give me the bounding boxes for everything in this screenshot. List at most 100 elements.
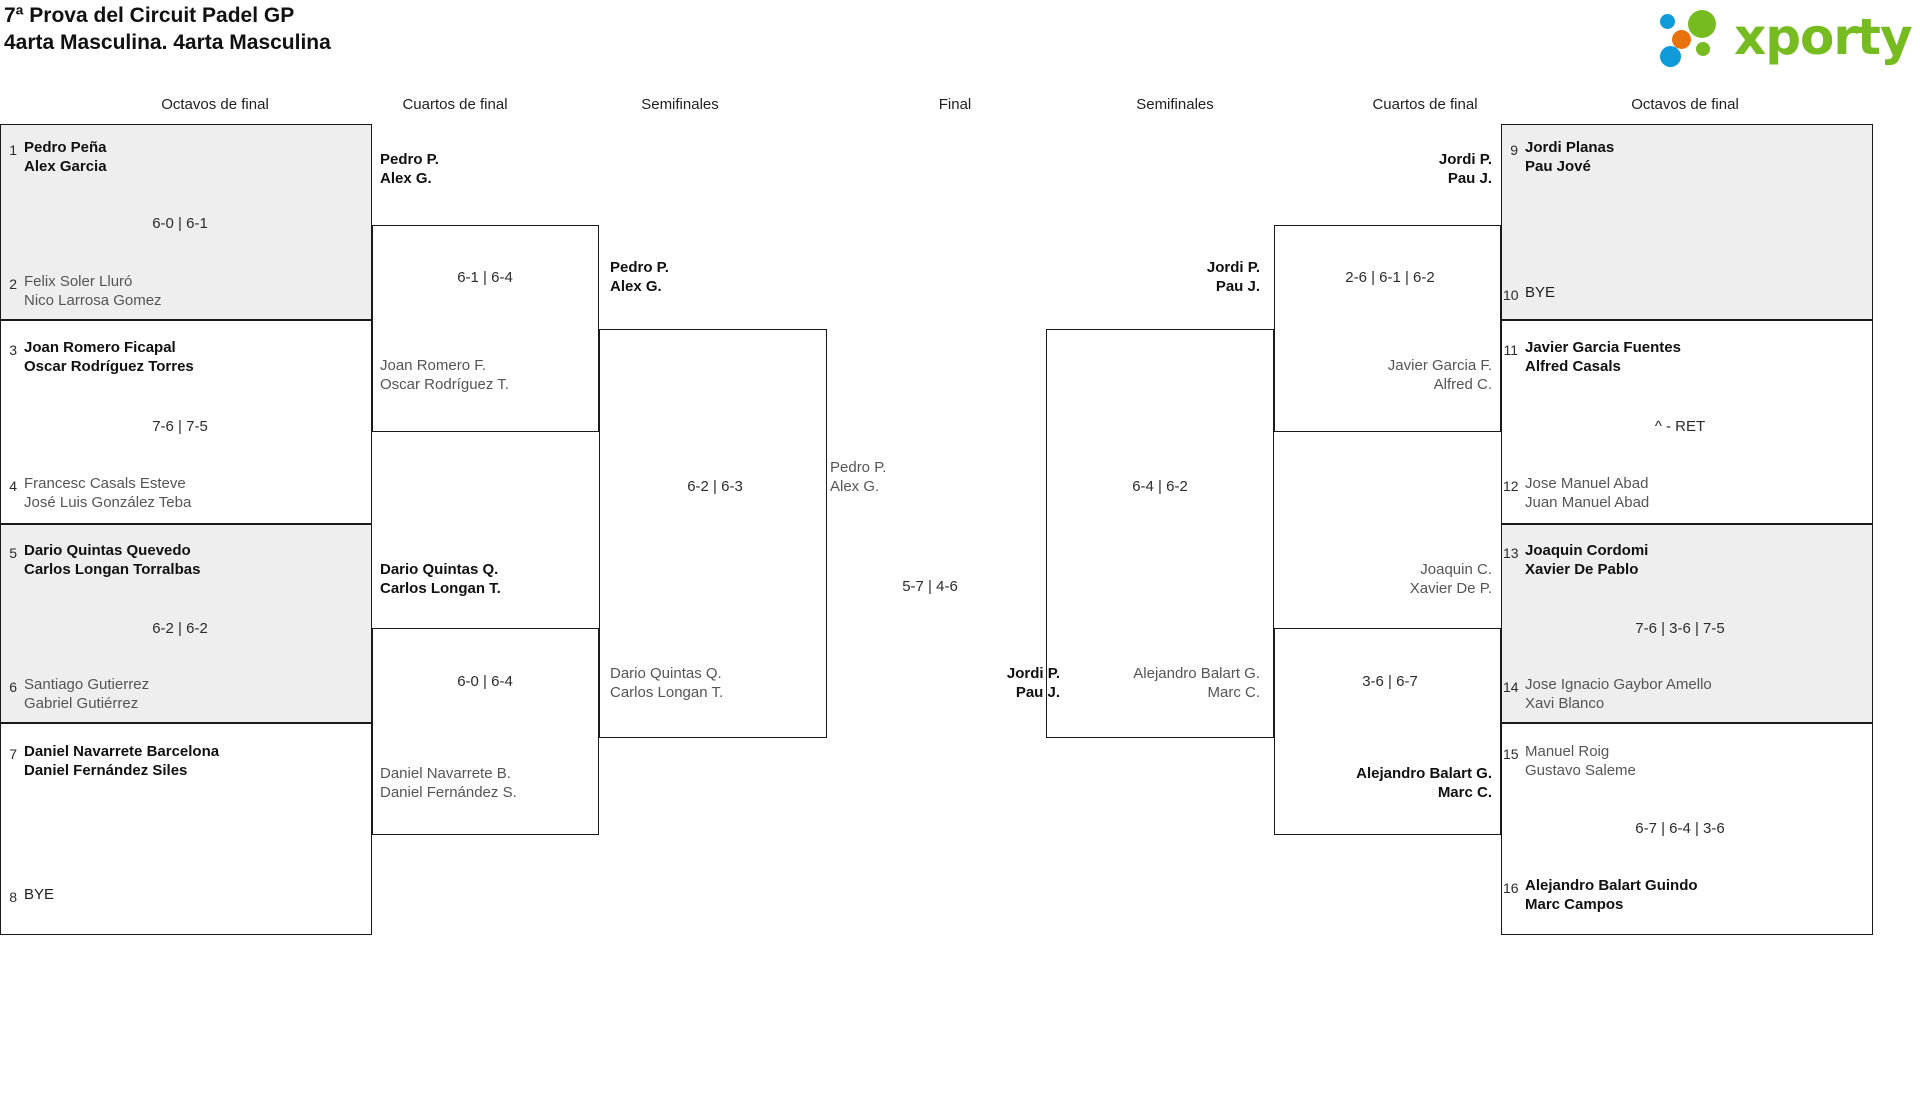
player-1: Alejandro Balart G. [1356, 765, 1492, 782]
left-r16-match-3[interactable] [0, 524, 372, 723]
right-qf-entry-4: Alejandro Balart G. Marc C. [1300, 764, 1492, 802]
player-2: Xavier De Pablo [1525, 561, 1639, 578]
player-1: Dario Quintas Quevedo [24, 542, 191, 559]
player-2: Pau J. [1215, 278, 1260, 295]
player-2: Pau J. [1447, 170, 1492, 187]
left-qf-match-2[interactable] [372, 628, 599, 835]
right-sf-entry-2: Alejandro Balart G. Marc C. [1060, 664, 1260, 702]
player-2: Carlos Longan T. [380, 580, 501, 597]
left-r16-score-3: 6-2 | 6-2 [152, 620, 208, 637]
left-r16-slot-8[interactable]: 8 BYE [2, 885, 362, 905]
left-qf-score-2: 6-0 | 6-4 [457, 673, 513, 690]
player-1: Pedro P. [830, 459, 887, 476]
team-names: Pedro Peña Alex Garcia [24, 138, 107, 176]
player-1: Jose Manuel Abad [1525, 475, 1649, 492]
player-2: Marc C. [1437, 784, 1492, 801]
left-r16-match-1[interactable] [0, 124, 372, 320]
left-sf-entry-1: Pedro P. Alex G. [610, 258, 669, 296]
right-r16-match-4[interactable] [1501, 723, 1873, 935]
player-1: Daniel Navarrete Barcelona [24, 743, 220, 760]
left-r16-slot-1[interactable]: 1 Pedro Peña Alex Garcia [2, 138, 362, 176]
right-r16-slot-9[interactable]: 9 Jordi Planas Pau Jové [1503, 138, 1863, 176]
left-r16-slot-7[interactable]: 7 Daniel Navarrete Barcelona Daniel Fern… [2, 742, 362, 780]
player-2: Oscar Rodríguez T. [380, 376, 509, 393]
right-r16-match-1[interactable] [1501, 124, 1873, 320]
seed-number: 15 [1503, 746, 1519, 762]
team-names: Francesc Casals Esteve José Luis Gonzále… [24, 474, 191, 512]
team-names: Joan Romero Ficapal Oscar Rodríguez Torr… [24, 338, 194, 376]
left-sf-entry-2: Dario Quintas Q. Carlos Longan T. [610, 664, 723, 702]
seed-number: 1 [9, 142, 17, 158]
xporty-logo[interactable]: xporty [1660, 6, 1913, 68]
left-r16-slot-4[interactable]: 4 Francesc Casals Esteve José Luis Gonzá… [2, 474, 362, 512]
player-1: Pedro P. [610, 259, 669, 276]
round-header-right-qf: Cuartos de final [1372, 96, 1478, 113]
player-1: Javier Garcia Fuentes [1525, 339, 1681, 356]
player-1: Pedro Peña [24, 139, 107, 156]
right-r16-slot-10[interactable]: 10 BYE [1503, 283, 1863, 303]
team-names: Alejandro Balart Guindo Marc Campos [1525, 876, 1698, 914]
right-sf-score-1: 6-4 | 6-2 [1132, 478, 1188, 495]
right-r16-score-2: ^ - RET [1654, 418, 1706, 435]
left-sf-score-1: 6-2 | 6-3 [687, 478, 743, 495]
left-qf-match-1[interactable] [372, 225, 599, 432]
player-1: Jordi Planas [1525, 139, 1615, 156]
player-1: Joaquin Cordomi [1525, 542, 1649, 559]
player-2: Oscar Rodríguez Torres [24, 358, 194, 375]
player-1: Joan Romero F. [380, 357, 486, 374]
left-qf-entry-4: Daniel Navarrete B. Daniel Fernández S. [380, 764, 517, 802]
right-qf-score-2: 3-6 | 6-7 [1362, 673, 1418, 690]
right-r16-slot-11[interactable]: 11 Javier Garcia Fuentes Alfred Casals [1503, 338, 1863, 376]
player-1: Pedro P. [380, 151, 439, 168]
left-sf-match-1[interactable] [599, 329, 827, 738]
player-2: Daniel Fernández Siles [24, 762, 188, 779]
right-sf-match-1[interactable] [1046, 329, 1274, 738]
right-qf-match-1[interactable] [1274, 225, 1501, 432]
left-r16-score-1: 6-0 | 6-1 [152, 215, 208, 232]
right-r16-slot-13[interactable]: 13 Joaquin Cordomi Xavier De Pablo [1503, 541, 1863, 579]
player-2: Alex G. [830, 478, 880, 495]
left-r16-slot-2[interactable]: 2 Felix Soler Lluró Nico Larrosa Gomez [2, 272, 362, 310]
final-entry-bottom: Jordi P. Pau J. [880, 664, 1060, 702]
right-r16-slot-12[interactable]: 12 Jose Manuel Abad Juan Manuel Abad [1503, 474, 1863, 512]
player-1: Joaquin C. [1420, 561, 1492, 578]
right-qf-match-2[interactable] [1274, 628, 1501, 835]
right-qf-entry-2: Javier Garcia F. Alfred C. [1300, 356, 1492, 394]
tournament-title: 7ª Prova del Circuit Padel GP 4arta Masc… [4, 2, 331, 56]
team-names: Jordi Planas Pau Jové [1525, 138, 1614, 176]
seed-number: 4 [9, 478, 17, 494]
player-1: Javier Garcia F. [1387, 357, 1492, 374]
left-r16-slot-6[interactable]: 6 Santiago Gutierrez Gabriel Gutiérrez [2, 675, 362, 713]
right-r16-match-3[interactable] [1501, 524, 1873, 723]
right-qf-entry-1: Jordi P. Pau J. [1300, 150, 1492, 188]
round-header-right-sf: Semifinales [1136, 96, 1214, 113]
player-2: Gustavo Saleme [1525, 762, 1636, 779]
player-2: Alex Garcia [24, 158, 107, 175]
right-r16-slot-15[interactable]: 15 Manuel Roig Gustavo Saleme [1503, 742, 1863, 780]
left-r16-slot-5[interactable]: 5 Dario Quintas Quevedo Carlos Longan To… [2, 541, 362, 579]
team-names: BYE [1525, 283, 1555, 302]
player-1: Dario Quintas Q. [610, 665, 722, 682]
player-2: Pau Jové [1525, 158, 1591, 175]
team-names: Javier Garcia Fuentes Alfred Casals [1525, 338, 1681, 376]
player-1: Alejandro Balart Guindo [1525, 877, 1698, 894]
seed-number: 8 [9, 889, 17, 905]
right-r16-match-2[interactable] [1501, 320, 1873, 524]
player-2: Alex G. [380, 170, 432, 187]
player-1: Francesc Casals Esteve [24, 475, 186, 492]
left-r16-match-2[interactable] [0, 320, 372, 524]
player-1: BYE [24, 886, 55, 903]
right-r16-slot-16[interactable]: 16 Alejandro Balart Guindo Marc Campos [1503, 876, 1863, 914]
left-r16-slot-3[interactable]: 3 Joan Romero Ficapal Oscar Rodríguez To… [2, 338, 362, 376]
right-r16-score-3: 7-6 | 3-6 | 7-5 [1635, 620, 1725, 637]
right-r16-slot-14[interactable]: 14 Jose Ignacio Gaybor Amello Xavi Blanc… [1503, 675, 1863, 713]
seed-number: 3 [9, 342, 17, 358]
player-2: Marc Campos [1525, 896, 1624, 913]
player-2: José Luis González Teba [24, 494, 192, 511]
player-1: Santiago Gutierrez [24, 676, 150, 693]
player-1: Joan Romero Ficapal [24, 339, 176, 356]
left-qf-entry-1: Pedro P. Alex G. [380, 150, 439, 188]
left-r16-match-4[interactable] [0, 723, 372, 935]
right-qf-score-1: 2-6 | 6-1 | 6-2 [1345, 269, 1435, 286]
page-title: 7ª Prova del Circuit Padel GP [4, 4, 295, 27]
